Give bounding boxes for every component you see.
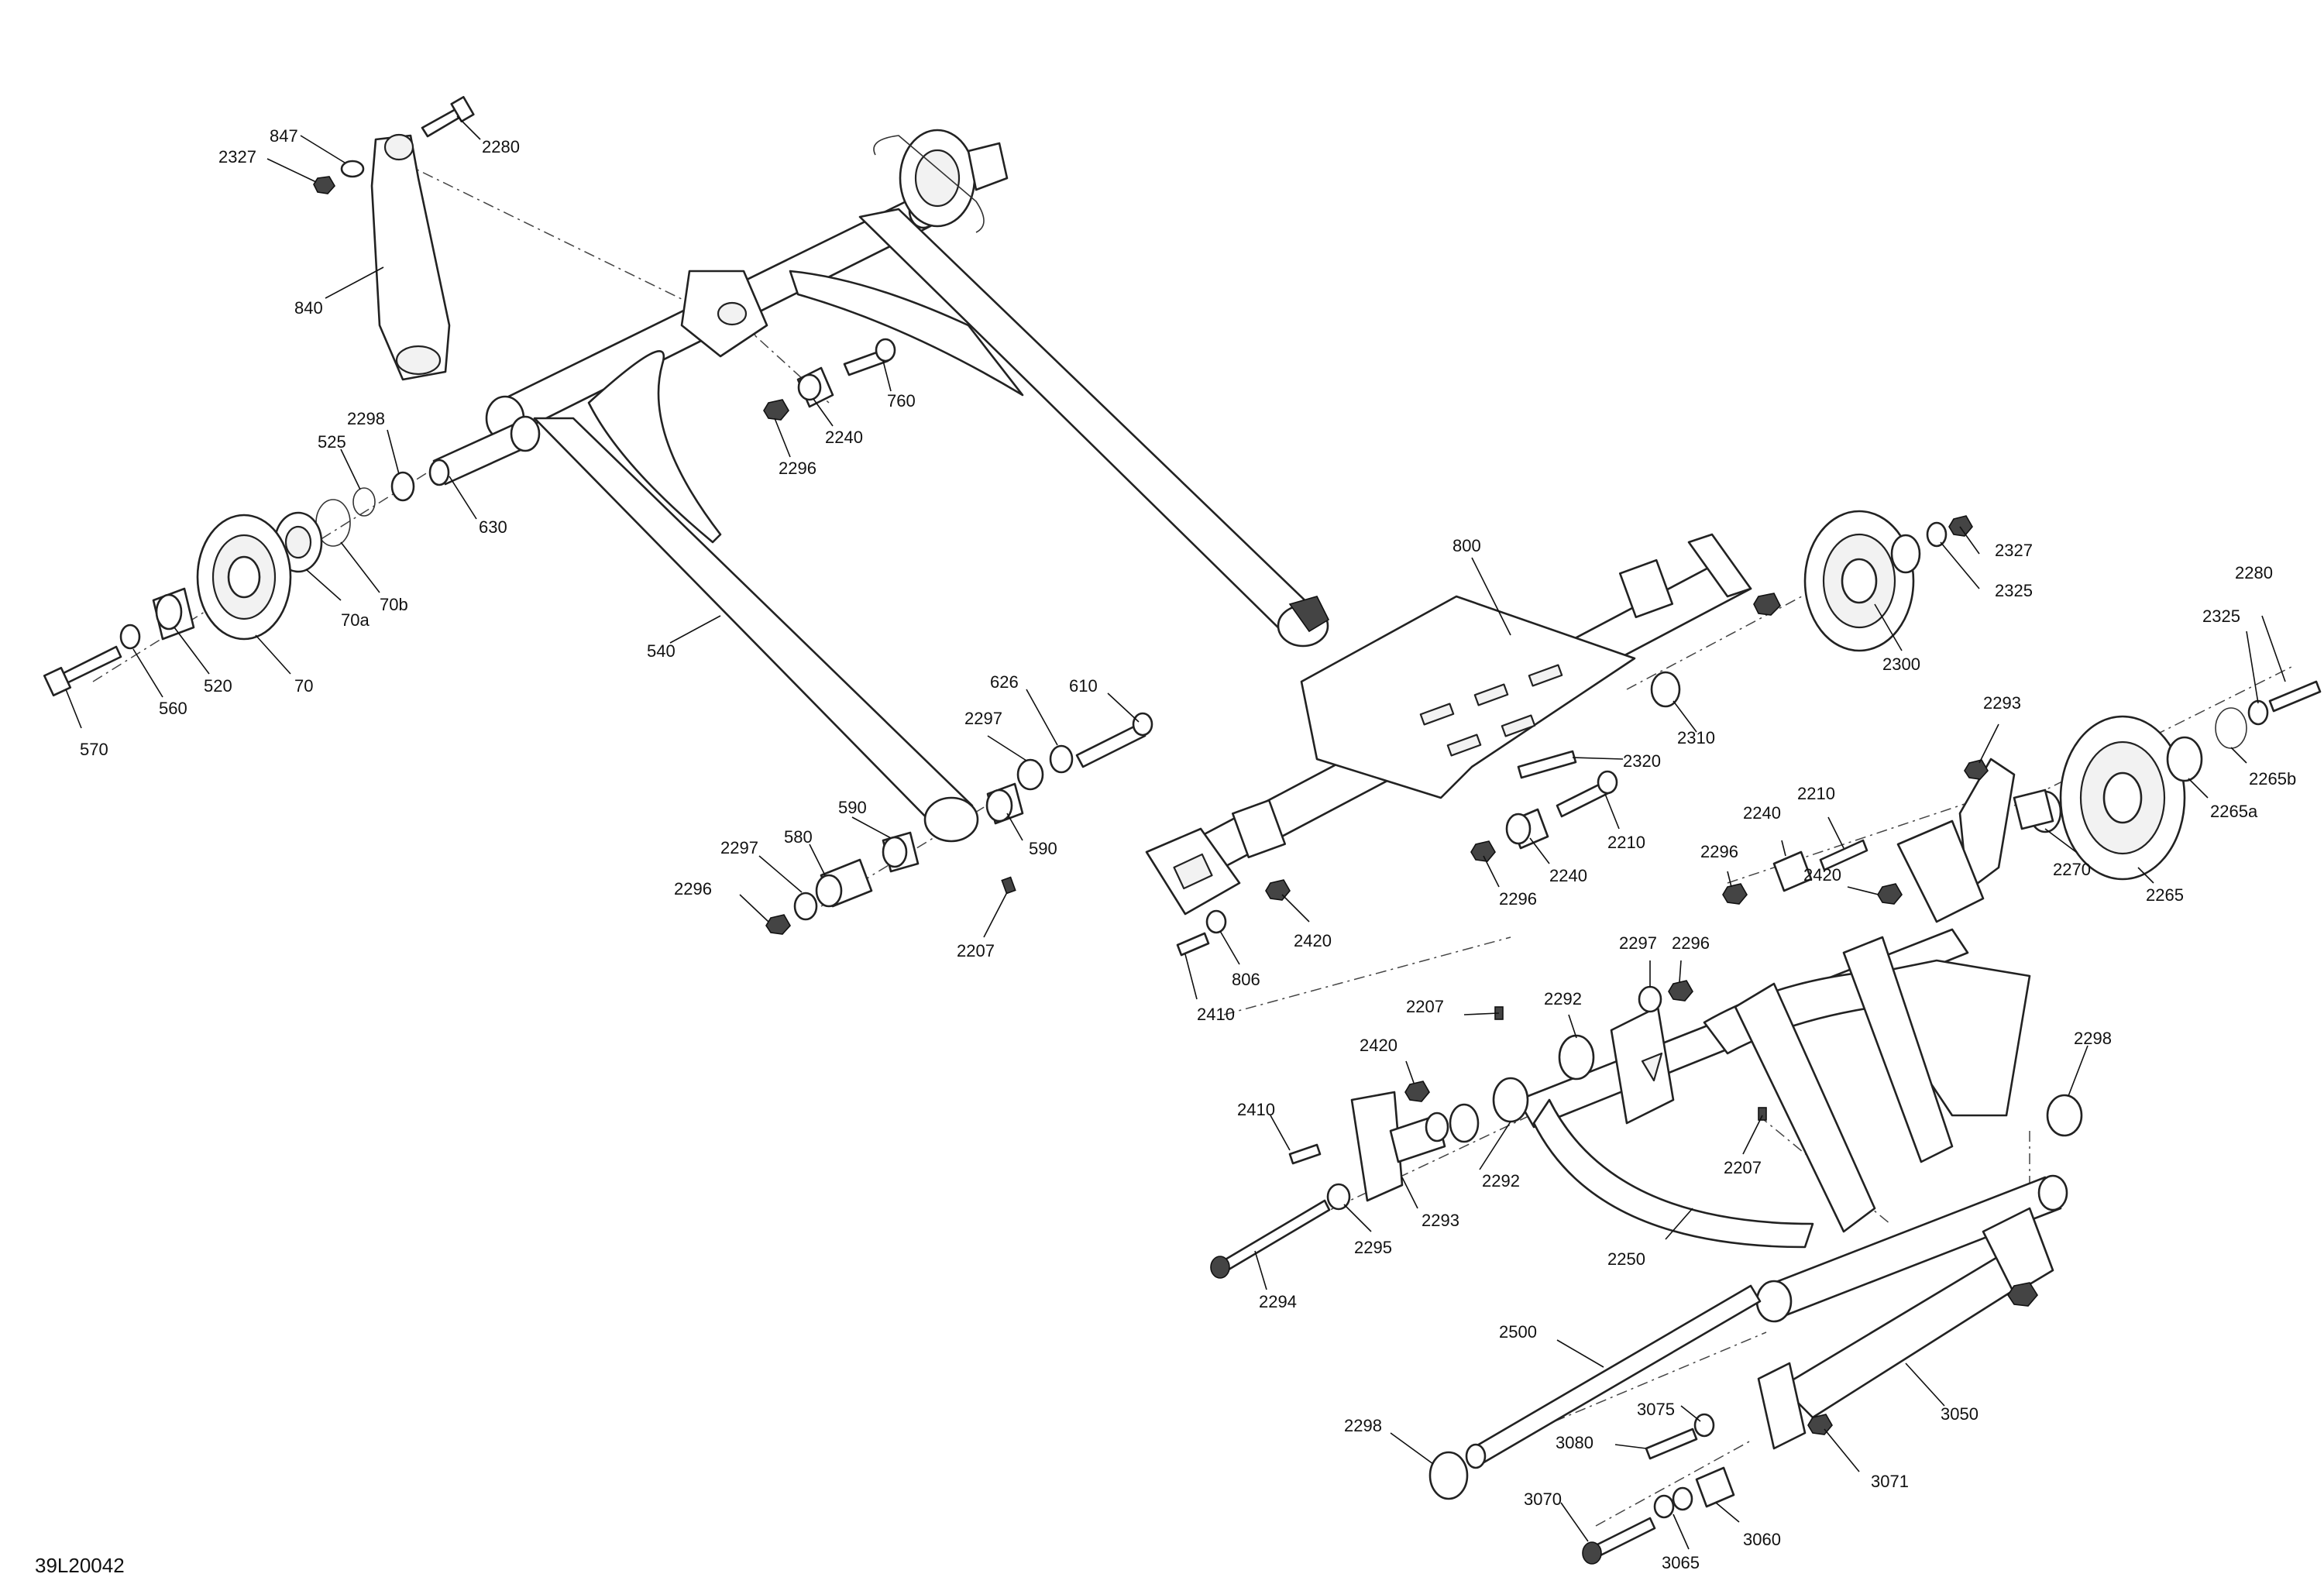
callout-2240: 2240 xyxy=(1743,803,1781,823)
callout-3075: 3075 xyxy=(1637,1400,1675,1419)
callout-2293: 2293 xyxy=(1983,693,2021,713)
callout-70a: 70a xyxy=(341,610,370,630)
callout-520: 520 xyxy=(204,676,232,696)
callout-2297: 2297 xyxy=(964,709,1002,728)
callout-590: 590 xyxy=(838,798,867,817)
front-arm-540 xyxy=(485,129,1330,843)
callout-2298: 2298 xyxy=(1344,1416,1382,1435)
callout-2296: 2296 xyxy=(1700,842,1738,861)
callout-560: 560 xyxy=(159,699,187,718)
rear-arm-2250 xyxy=(1210,758,2083,1323)
callout-2410: 2410 xyxy=(1197,1005,1235,1024)
idler-wheel-2265 xyxy=(1722,680,2322,905)
callout-590: 590 xyxy=(1029,839,1057,858)
callout-3071: 3071 xyxy=(1871,1472,1909,1491)
callout-2296: 2296 xyxy=(1499,889,1537,909)
callout-2325: 2325 xyxy=(2202,606,2240,626)
callout-806: 806 xyxy=(1232,970,1260,989)
idler-wheel-2300 xyxy=(1176,510,1973,957)
callout-2265b: 2265b xyxy=(2249,769,2296,789)
callout-2298: 2298 xyxy=(347,409,385,428)
callout-2207: 2207 xyxy=(1724,1158,1762,1177)
crossbar-800 xyxy=(1145,533,1781,916)
callout-2207: 2207 xyxy=(957,941,995,960)
callout-2297: 2297 xyxy=(1619,933,1657,953)
callout-2420: 2420 xyxy=(1360,1036,1397,1055)
callout-2298: 2298 xyxy=(2074,1029,2112,1048)
callout-2310: 2310 xyxy=(1677,728,1715,747)
callout-2265: 2265 xyxy=(2146,885,2184,905)
callout-3065: 3065 xyxy=(1662,1553,1700,1572)
callout-70: 70 xyxy=(294,676,313,696)
drawing-code: 39L20042 xyxy=(35,1554,125,1577)
callout-2250: 2250 xyxy=(1607,1249,1645,1269)
callout-2270: 2270 xyxy=(2053,860,2091,879)
callout-3080: 3080 xyxy=(1556,1433,1593,1452)
callout-2327: 2327 xyxy=(218,147,256,167)
callout-2265a: 2265a xyxy=(2210,802,2258,821)
callout-580: 580 xyxy=(784,827,813,847)
callout-2300: 2300 xyxy=(1882,655,1920,674)
callout-2410: 2410 xyxy=(1237,1100,1275,1119)
callout-2210: 2210 xyxy=(1607,833,1645,852)
callout-2210: 2210 xyxy=(1797,784,1835,803)
callout-2293: 2293 xyxy=(1422,1211,1459,1230)
callout-2297: 2297 xyxy=(720,838,758,857)
callout-3050: 3050 xyxy=(1941,1404,1978,1424)
callout-3070: 3070 xyxy=(1524,1490,1562,1509)
link-840 xyxy=(370,133,451,381)
callout-760: 760 xyxy=(887,391,916,411)
callout-2296: 2296 xyxy=(1672,933,1710,953)
callout-2296: 2296 xyxy=(779,459,816,478)
callout-2327: 2327 xyxy=(1995,541,2033,560)
callout-2420: 2420 xyxy=(1294,931,1332,950)
callout-840: 840 xyxy=(294,298,323,318)
callout-2280: 2280 xyxy=(482,137,520,156)
callout-626: 626 xyxy=(990,672,1019,692)
callout-2420: 2420 xyxy=(1803,865,1841,885)
callout-2240: 2240 xyxy=(825,428,863,447)
part-callouts: 847 2327 2280 840 2298 525 630 70a 70b 5… xyxy=(80,126,2296,1572)
callout-2295: 2295 xyxy=(1354,1238,1392,1257)
callout-3060: 3060 xyxy=(1743,1530,1781,1549)
callout-610: 610 xyxy=(1069,676,1098,696)
lower-shaft-and-link xyxy=(1428,1207,2054,1565)
callout-847: 847 xyxy=(270,126,298,146)
callout-570: 570 xyxy=(80,740,108,759)
callout-540: 540 xyxy=(647,641,676,661)
callout-70b: 70b xyxy=(380,595,408,614)
callout-2292: 2292 xyxy=(1482,1171,1520,1191)
callout-2320: 2320 xyxy=(1623,751,1661,771)
callout-800: 800 xyxy=(1452,536,1481,555)
callout-2280: 2280 xyxy=(2235,563,2273,582)
callout-2292: 2292 xyxy=(1544,989,1582,1008)
callout-2294: 2294 xyxy=(1259,1292,1297,1311)
callout-630: 630 xyxy=(479,517,507,537)
callout-525: 525 xyxy=(318,432,346,452)
callout-2325: 2325 xyxy=(1995,581,2033,600)
callout-2207: 2207 xyxy=(1406,997,1444,1016)
callout-2240: 2240 xyxy=(1549,866,1587,885)
callout-2500: 2500 xyxy=(1499,1322,1537,1342)
hardware-left xyxy=(43,95,1153,935)
callout-2296: 2296 xyxy=(674,879,712,899)
leader-lines xyxy=(65,115,2286,1550)
